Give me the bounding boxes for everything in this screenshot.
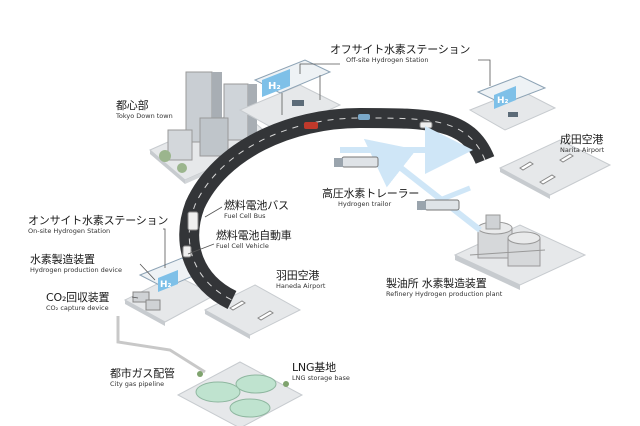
hydrogen-trailer-lower (417, 199, 460, 211)
production-device-jp: 水素製造装置 (30, 253, 95, 266)
refinery-jp: 製油所 水素製造装置 (386, 277, 487, 290)
label-offsite-hydrogen-station: オフサイト水素ステーション Off-site Hydrogen Station (330, 44, 470, 64)
label-fuel-cell-bus: 燃料電池バス Fuel Cell Bus (224, 200, 289, 220)
label-hydrogen-trailer: 高圧水素トレーラー Hydrogen trailor (322, 188, 419, 208)
label-onsite-hydrogen-station: オンサイト水素ステーション On-site Hydrogen Station (28, 215, 168, 235)
fc-bus-en: Fuel Cell Bus (224, 212, 266, 220)
lng-en: LNG storage base (292, 374, 350, 382)
narita-jp: 成田空港 (560, 133, 604, 146)
fc-bus-jp: 燃料電池バス (224, 199, 289, 212)
label-city-gas-pipeline: 都市ガス配管 City gas pipeline (110, 368, 175, 388)
label-refinery-plant: 製油所 水素製造装置 Refinery Hydrogen production … (386, 278, 502, 298)
production-device-en: Hydrogen production device (30, 266, 122, 274)
narita-hydrogen-station: H₂ (468, 75, 557, 131)
label-co2-capture-device: CO₂回収装置 CO₂ capture device (46, 291, 110, 312)
co2-en: CO₂ capture device (46, 304, 109, 312)
ring-road-centerline (188, 117, 486, 301)
label-tokyo-downtown: 都心部 Tokyo Down town (116, 100, 173, 120)
label-haneda-airport: 羽田空港 Haneda Airport (276, 270, 325, 290)
narita-airport-platform (498, 139, 612, 199)
narita-en: Narita Airport (560, 146, 605, 154)
h2-sign-onsite: H₂ (160, 280, 172, 290)
car-red (304, 122, 318, 129)
offsite-station-jp: オフサイト水素ステーション (330, 43, 471, 56)
city-gas-pipeline (116, 316, 206, 374)
flow-arrow-to-city (363, 138, 482, 233)
label-narita-airport: 成田空港 Narita Airport (560, 134, 604, 154)
fuel-cell-vehicle (182, 245, 192, 258)
car-blue (358, 114, 370, 120)
haneda-jp: 羽田空港 (276, 269, 320, 282)
leader-lines (131, 59, 491, 299)
tokyo-en: Tokyo Down town (116, 112, 173, 120)
trailer-jp: 高圧水素トレーラー (322, 187, 420, 200)
lng-jp: LNG基地 (292, 361, 336, 374)
tokyo-jp: 都心部 (116, 99, 149, 112)
gas-pipeline-jp: 都市ガス配管 (110, 367, 175, 380)
offsite-station-en: Off-site Hydrogen Station (346, 56, 429, 64)
offsite-hydrogen-station: H₂ (238, 59, 342, 133)
onsite-station-jp: オンサイト水素ステーション (28, 214, 169, 227)
refinery-plant (453, 214, 587, 290)
gas-pipeline-en: City gas pipeline (110, 380, 165, 388)
car-white (419, 121, 433, 129)
onsite-station-en: On-site Hydrogen Station (28, 227, 111, 235)
label-fuel-cell-vehicle: 燃料電池自動車 Fuel Cell Vehicle (216, 230, 292, 250)
refinery-en: Refinery Hydrogen production plant (386, 290, 503, 298)
h2-sign-narita: H₂ (497, 96, 509, 106)
label-hydrogen-production-device: 水素製造装置 Hydrogen production device (30, 254, 122, 274)
label-lng-storage-base: LNG基地 LNG storage base (292, 362, 350, 382)
lng-storage-base (176, 361, 304, 426)
fc-vehicle-jp: 燃料電池自動車 (216, 229, 292, 242)
fuel-cell-bus (187, 211, 199, 231)
trailer-en: Hydrogen trailor (338, 200, 392, 208)
fc-vehicle-en: Fuel Cell Vehicle (216, 242, 269, 250)
co2-jp: CO₂回収装置 (46, 291, 110, 304)
hydrogen-trailer-upper (334, 156, 379, 168)
h2-sign-offsite: H₂ (268, 81, 281, 92)
haneda-en: Haneda Airport (276, 282, 326, 290)
haneda-airport-platform (203, 284, 302, 339)
